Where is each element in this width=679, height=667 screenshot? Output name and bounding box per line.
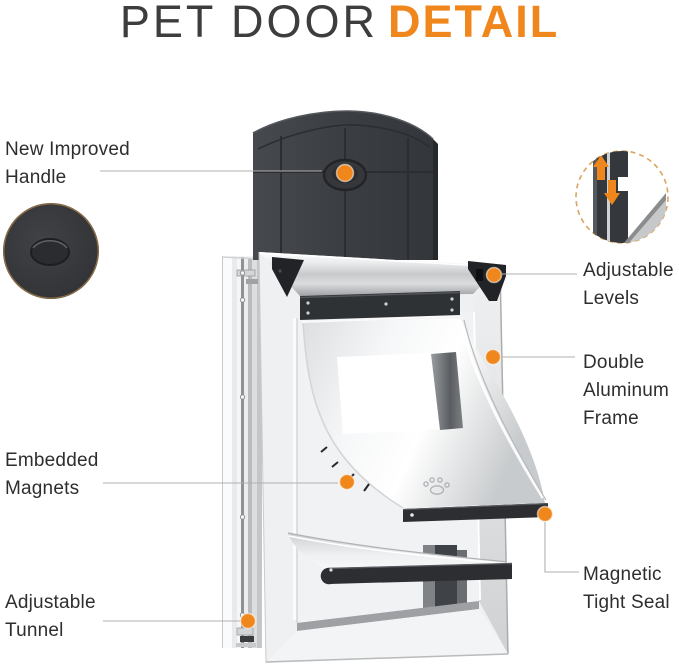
leader-lines [100, 170, 579, 622]
up-down-arrows [593, 155, 620, 205]
dot-frame [484, 348, 502, 366]
security-flap-panel [252, 110, 438, 260]
callout-line: Tunnel [5, 620, 64, 641]
callout-line: Frame [583, 408, 639, 429]
callout-line: Adjustable [5, 592, 96, 613]
dot-seal [536, 505, 554, 523]
callout-line: New Improved [5, 139, 130, 160]
dot-handle [335, 163, 355, 183]
callout-line: Levels [583, 288, 640, 309]
callout-line: Double [583, 352, 645, 373]
paw-print-emboss [423, 477, 450, 495]
callout-magnetic-tight-seal: Magnetic Tight Seal [583, 561, 670, 617]
inner-flap [302, 318, 549, 522]
frame-bottom-sill [297, 601, 479, 631]
callout-line: Embedded [5, 450, 99, 471]
callout-line: Adjustable [583, 260, 674, 281]
dot-magnets [338, 473, 356, 491]
adjustable-tunnel-assembly [221, 256, 263, 648]
callout-line: Magnets [5, 478, 80, 499]
flap-window [337, 352, 463, 434]
hinge-bar-screws [306, 297, 454, 315]
hinge-bar [299, 291, 461, 323]
dot-tunnel [239, 612, 257, 630]
outer-flap-magnet-strip [320, 562, 513, 585]
callout-new-improved-handle: New Improved Handle [5, 136, 130, 192]
dot-levels [485, 266, 503, 284]
callout-line: Aluminum [583, 380, 670, 401]
title-accent: DETAIL [388, 0, 560, 47]
callout-line: Magnetic [583, 564, 662, 585]
callout-dots [239, 163, 554, 630]
leader-seal [544, 522, 579, 573]
handle-zoom-circle [3, 203, 99, 299]
callout-line: Tight Seal [583, 592, 670, 613]
height-adjust-arrows-icon [575, 150, 669, 244]
callout-embedded-magnets: Embedded Magnets [5, 447, 99, 503]
callout-adjustable-levels: Adjustable Levels [583, 257, 674, 313]
callout-double-aluminum-frame: Double Aluminum Frame [583, 349, 669, 433]
callout-adjustable-tunnel: Adjustable Tunnel [5, 589, 96, 645]
inner-flap-magnet-strip [402, 502, 549, 522]
title-main: PET DOOR [119, 0, 379, 47]
panel-grooves [253, 128, 433, 260]
callout-line: Handle [5, 167, 67, 188]
outer-flap [287, 532, 513, 585]
